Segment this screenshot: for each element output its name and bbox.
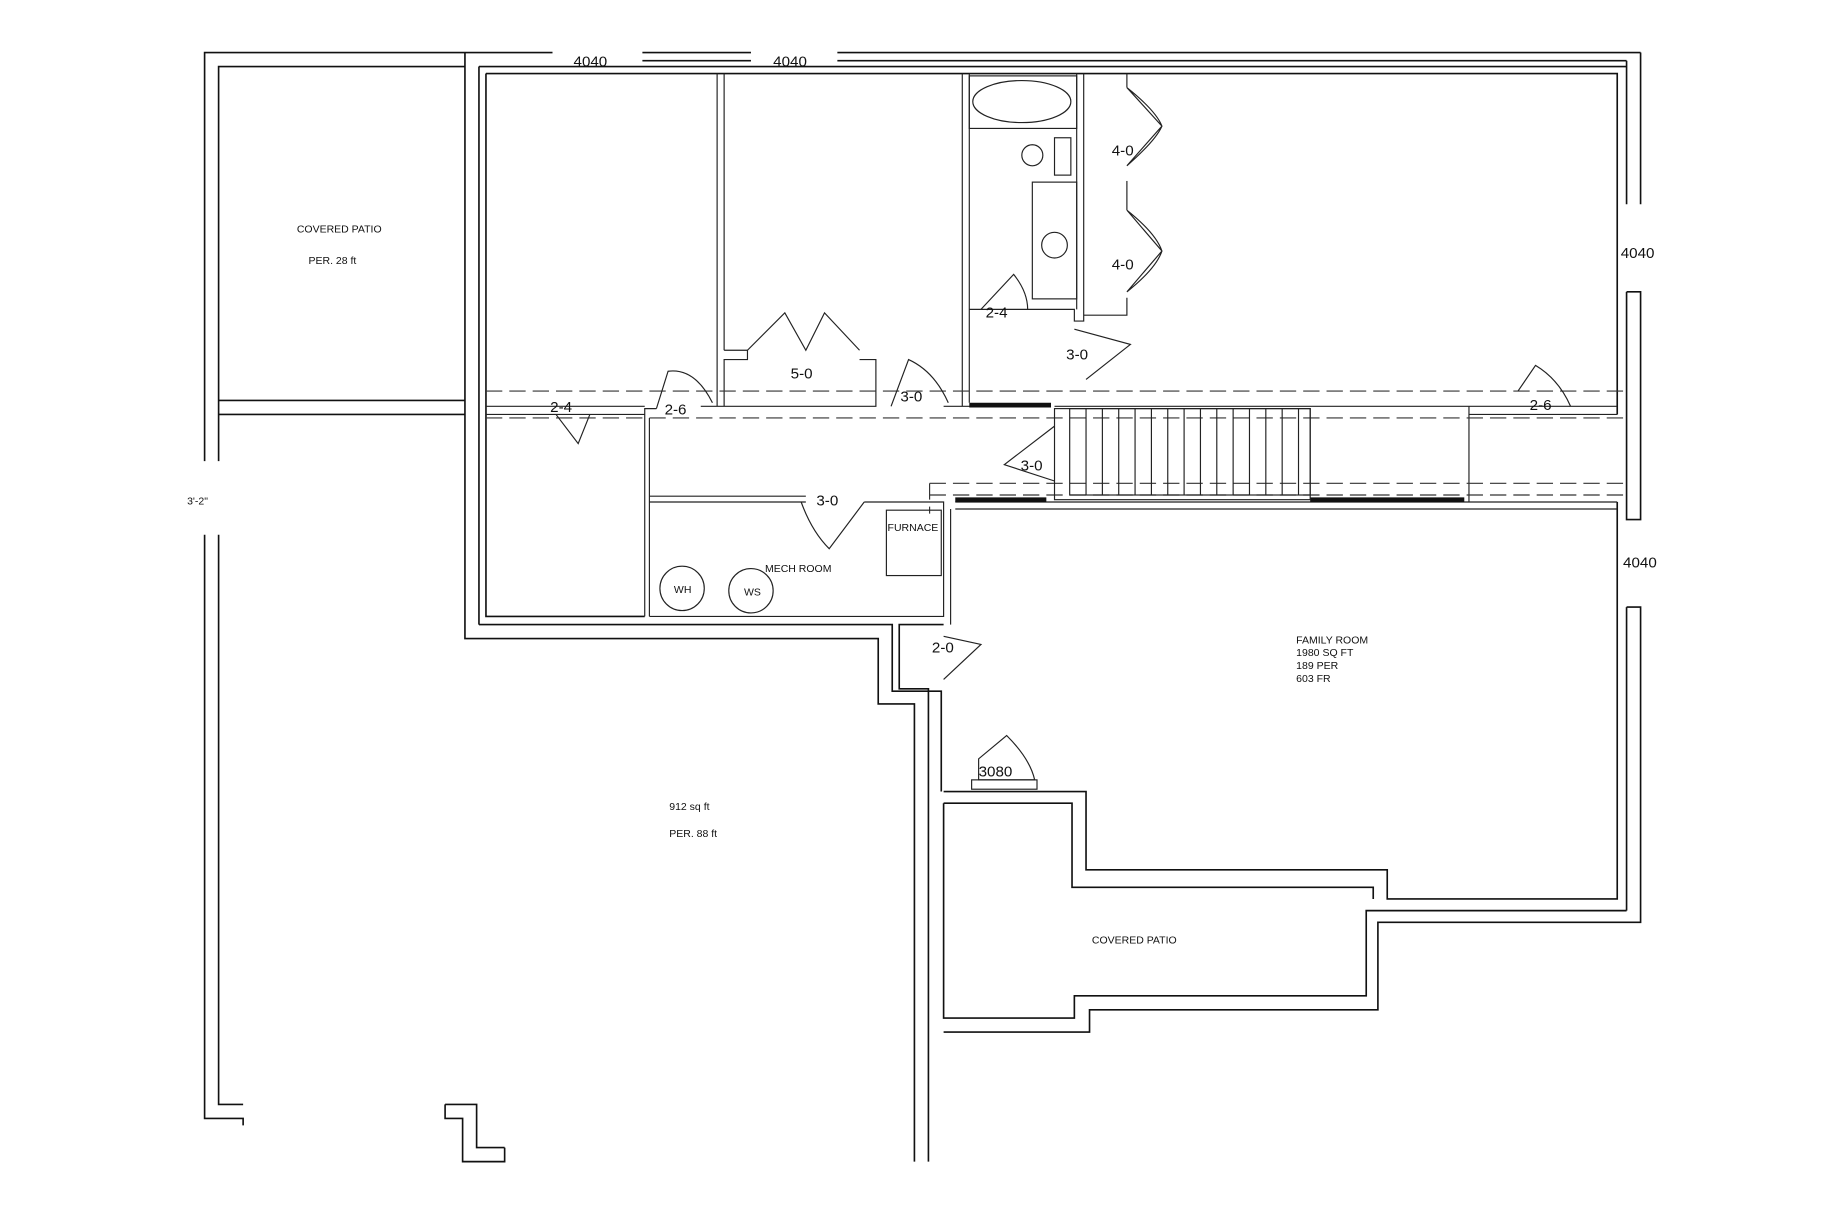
garage-walls [203,52,944,1163]
door-label: 2-4 [550,399,572,416]
door-label: 3080 [979,763,1013,780]
door-label: 2-6 [1530,397,1552,414]
room-area: 1980 SQ FT [1296,647,1354,659]
room-label: FAMILY ROOM [1296,634,1368,646]
door-label: 3-0 [816,493,838,510]
toilet [1053,137,1072,176]
window-label: 4040 [574,54,608,71]
room-area: 912 sq ft [669,801,709,813]
window-label: 4040 [1623,554,1657,571]
door-label: 4-0 [1112,257,1134,274]
furnace-label: FURNACE [888,522,939,534]
bathtub [972,79,1072,124]
covered-patio-top-walls [203,51,465,462]
room-label: MECH ROOM [765,563,832,575]
house-exterior-walls [464,51,1642,1033]
interior-walls [485,73,1618,625]
door-label: 2-6 [665,401,687,418]
window-label: 4040 [773,54,807,71]
door-label: 3-0 [1021,457,1043,474]
door-label: 2-4 [986,305,1008,322]
water-softener [728,567,774,614]
vanity [1031,181,1078,300]
stairs [1053,408,1311,501]
room-label: COVERED PATIO [1092,934,1177,946]
sink [1021,144,1044,167]
furnace [885,509,942,577]
room-perimeter: 189 PER [1296,660,1338,672]
door-label: 2-0 [932,640,954,657]
bathroom-fixtures [968,75,1078,300]
window-label: 4040 [1621,245,1655,262]
dimension-label: 3'-2" [187,495,208,507]
door-label: 3-0 [1066,347,1088,364]
doors [555,87,1572,790]
door-label: 3-0 [900,389,922,406]
room-fr: 603 FR [1296,673,1331,685]
room-perimeter: PER. 28 ft [309,255,357,267]
mech-equipment [659,509,942,614]
room-label: COVERED PATIO [297,223,382,235]
equipment-label: WS [744,586,761,598]
water-heater [659,565,705,612]
equipment-label: WH [674,584,692,596]
door-label: 4-0 [1112,142,1134,159]
room-perimeter: PER. 88 ft [669,828,717,840]
door-label: 5-0 [791,365,813,382]
